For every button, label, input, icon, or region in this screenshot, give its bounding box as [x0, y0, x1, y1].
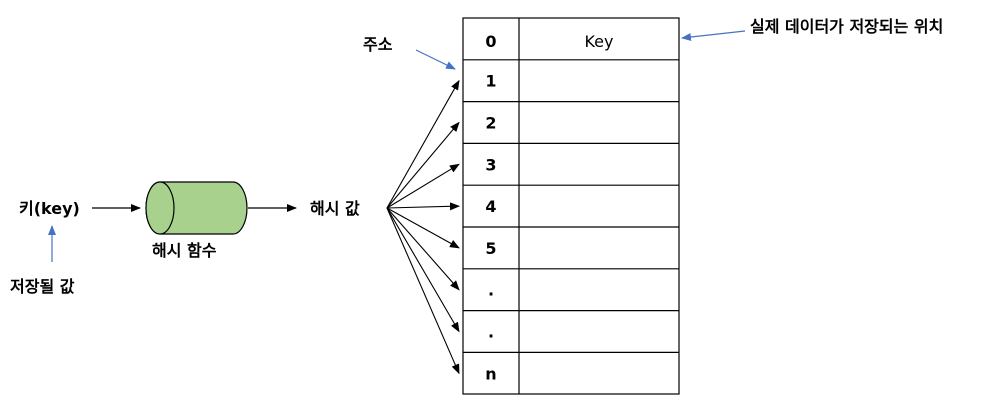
address-index-cell: 4	[485, 197, 496, 216]
address-value-cell	[519, 143, 679, 185]
address-value-cell	[519, 352, 679, 394]
address-index-cell: n	[485, 364, 496, 383]
hash-table: 0 Key 1 2 3 4 5.. n	[462, 17, 680, 395]
address-index-cell: 2	[485, 114, 496, 133]
address-value-cell	[519, 102, 679, 144]
address-arrow	[386, 79, 460, 209]
address-annotation-arrow	[415, 49, 456, 70]
address-value-cell	[519, 311, 679, 353]
hash-value-label: 해시 값	[310, 199, 360, 218]
address-index-cell: 5	[485, 239, 496, 258]
header-index-cell: 0	[485, 32, 496, 51]
hash-function-cylinder	[145, 181, 248, 235]
storage-location-label: 실제 데이터가 저장되는 위치	[750, 17, 943, 36]
address-arrow	[386, 207, 460, 375]
address-value-cell	[519, 60, 679, 102]
address-arrow	[386, 207, 460, 291]
address-arrows	[386, 79, 460, 375]
address-value-cell	[519, 185, 679, 227]
stored-value-label: 저장될 값	[10, 277, 75, 296]
address-label: 주소	[363, 35, 393, 54]
address-value-cell	[519, 269, 679, 311]
address-index-cell: .	[488, 323, 494, 342]
address-arrow	[386, 207, 460, 333]
address-index-cell: 3	[485, 155, 496, 174]
address-arrow	[386, 207, 460, 249]
address-arrow	[386, 163, 460, 209]
table-frame	[462, 17, 680, 395]
address-index-cell: .	[488, 281, 494, 300]
hash-function-label: 해시 함수	[152, 241, 217, 260]
address-index-cell: 1	[485, 72, 496, 91]
storage-annotation-arrow	[681, 30, 746, 41]
header-key-cell: Key	[584, 32, 613, 51]
key-label: 키(key)	[19, 199, 80, 218]
address-arrow	[386, 202, 460, 211]
address-arrow	[386, 121, 460, 209]
address-value-cell	[519, 227, 679, 269]
